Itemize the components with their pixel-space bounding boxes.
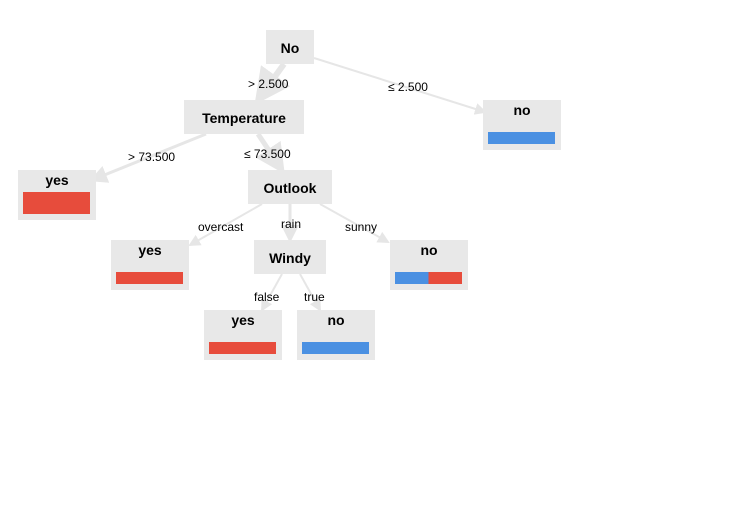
node-temperature[interactable]: Temperature: [184, 100, 304, 134]
class-bar-yes: [116, 272, 183, 284]
leaf-root-no[interactable]: no: [483, 100, 561, 150]
class-bar-no: [395, 272, 429, 284]
edge-label-root-gt: > 2.500: [248, 77, 289, 91]
edge-root-no: [313, 57, 487, 115]
node-outlook-label: Outlook: [264, 180, 317, 196]
edge-windy-true: [299, 273, 321, 312]
edge-label-temp-le: ≤ 73.500: [244, 147, 291, 161]
class-bar-no: [488, 132, 555, 144]
edge-outlook-sunny: [319, 203, 390, 243]
edge-label-rain: rain: [281, 217, 301, 231]
leaf-temperature-yes-label: yes: [45, 172, 69, 188]
class-bar-yes: [23, 192, 90, 214]
class-bar-no: [302, 342, 369, 354]
leaf-sunny-no-label: no: [420, 242, 437, 258]
edges: [89, 57, 487, 312]
edge-label-root-le: ≤ 2.500: [388, 80, 428, 94]
edge-windy-false: [261, 273, 283, 312]
node-outlook[interactable]: Outlook: [248, 170, 332, 204]
leaf-sunny-no[interactable]: no: [390, 240, 468, 290]
edge-labels: > 2.500 ≤ 2.500 > 73.500 ≤ 73.500 overca…: [128, 77, 428, 304]
edge-root-temperature: [254, 62, 291, 105]
edge-label-sunny: sunny: [345, 220, 377, 234]
leaf-root-no-label: no: [513, 102, 530, 118]
edge-label-true: true: [304, 290, 325, 304]
node-root-label: No: [281, 40, 300, 56]
leaf-windy-true-no-label: no: [327, 312, 344, 328]
edge-temperature-outlook: [255, 132, 285, 175]
edge-label-false: false: [254, 290, 280, 304]
leaf-windy-true-no[interactable]: no: [297, 310, 375, 360]
leaf-windy-false-yes[interactable]: yes: [204, 310, 282, 360]
class-bar-yes: [428, 272, 462, 284]
node-root[interactable]: No: [266, 30, 314, 64]
leaf-windy-false-yes-label: yes: [231, 312, 255, 328]
node-temperature-label: Temperature: [202, 110, 286, 126]
leaf-overcast-yes-label: yes: [138, 242, 162, 258]
edge-label-overcast: overcast: [198, 220, 244, 234]
edge-label-temp-gt: > 73.500: [128, 150, 175, 164]
leaf-overcast-yes[interactable]: yes: [111, 240, 189, 290]
node-windy-label: Windy: [269, 250, 311, 266]
leaf-temperature-yes[interactable]: yes: [18, 170, 96, 220]
node-windy[interactable]: Windy: [254, 240, 326, 274]
class-bar-yes: [209, 342, 276, 354]
edge-temperature-yes: [89, 132, 207, 183]
edge-outlook-overcast: [188, 203, 263, 246]
